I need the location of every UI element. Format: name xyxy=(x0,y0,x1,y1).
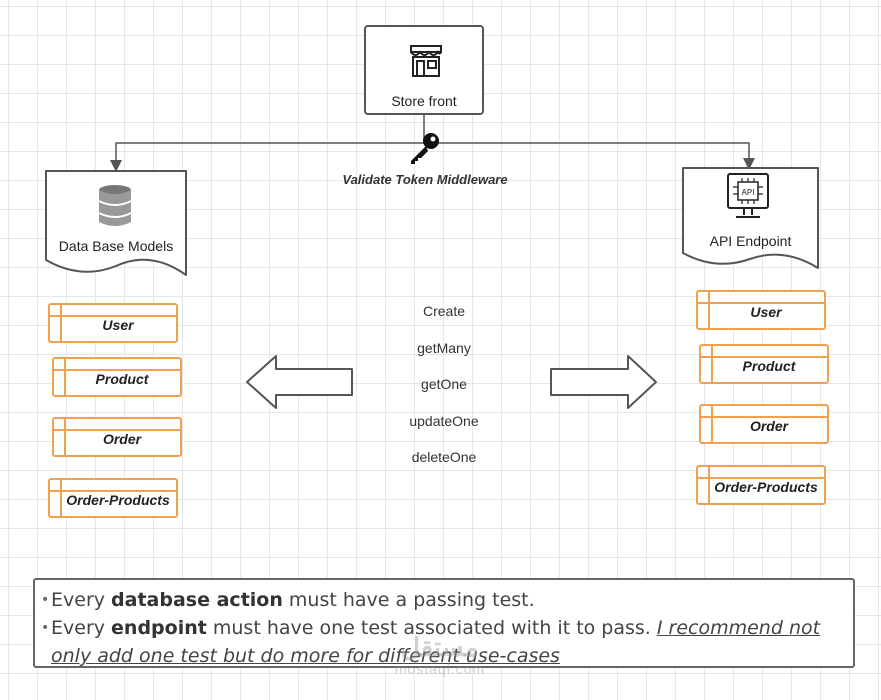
storefront-node: Store front xyxy=(364,25,484,115)
entity-label: Product xyxy=(95,371,149,387)
note-emphasis: endpoint xyxy=(111,617,207,639)
storefront-icon xyxy=(410,45,442,77)
recommendation-text: I recommend not only add one test but do… xyxy=(51,617,821,667)
database-icon xyxy=(99,185,131,226)
storefront-label: Store front xyxy=(391,93,457,109)
note-emphasis: database action xyxy=(111,589,283,611)
api-chip-icon: API xyxy=(727,173,769,218)
database-models-node: Data Base Models xyxy=(45,170,187,280)
note-text: must have a passing test. xyxy=(282,589,535,611)
bullet-dot-icon: • xyxy=(41,592,50,608)
method-create: Create xyxy=(422,303,466,319)
api-entity-order-products: Order-Products xyxy=(696,465,826,505)
entity-label: Order-Products xyxy=(714,479,818,495)
entity-label: User xyxy=(102,317,134,333)
key-icon xyxy=(411,133,439,164)
bullet-dot-icon: • xyxy=(41,620,50,636)
api-entity-order: Order xyxy=(699,404,829,444)
note-text: Every xyxy=(51,589,112,611)
note-text: Every xyxy=(51,617,112,639)
db-entity-user: User xyxy=(48,303,178,343)
note-text: must have one test associated with it to… xyxy=(206,617,657,639)
middleware-label: Validate Token Middleware xyxy=(342,172,508,187)
note-bullet: • Every endpoint must have one test asso… xyxy=(41,614,845,670)
api-endpoint-node: API API Endpoint xyxy=(682,167,819,272)
entity-label: User xyxy=(750,304,782,320)
entity-label: Order xyxy=(102,431,142,447)
api-endpoint-label: API Endpoint xyxy=(709,233,792,249)
database-models-label: Data Base Models xyxy=(58,238,174,254)
api-entity-product: Product xyxy=(699,344,829,384)
method-get-many: getMany xyxy=(417,340,471,356)
connector-line xyxy=(424,142,755,170)
method-delete-one: deleteOne xyxy=(411,449,477,465)
db-entity-product: Product xyxy=(52,357,182,397)
right-arrow xyxy=(550,355,657,409)
db-entity-order-products: Order-Products xyxy=(48,478,178,518)
entity-label: Order xyxy=(749,418,789,434)
entity-label: Product xyxy=(742,358,796,374)
note-bullet: • Every database action must have a pass… xyxy=(41,586,845,614)
api-entity-user: User xyxy=(696,290,826,330)
method-get-one: getOne xyxy=(421,376,467,392)
left-arrow xyxy=(246,355,353,409)
connector-line xyxy=(110,115,425,172)
notes-box: • Every database action must have a pass… xyxy=(33,578,855,668)
method-update-one: updateOne xyxy=(409,413,479,429)
api-chip-text: API xyxy=(742,188,755,197)
entity-label: Order-Products xyxy=(66,492,170,508)
db-entity-order: Order xyxy=(52,417,182,457)
